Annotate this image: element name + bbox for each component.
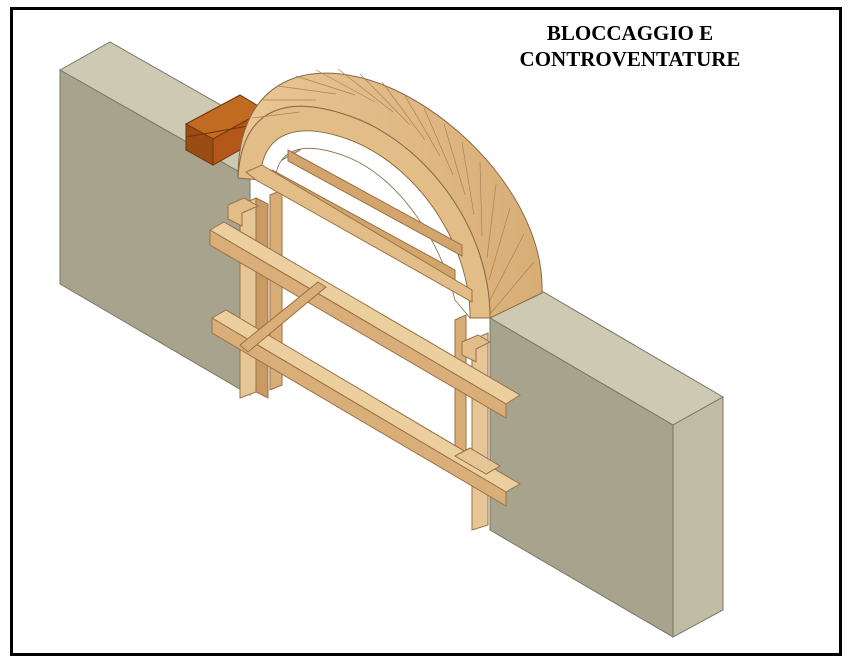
- cap-block-left: [227, 197, 260, 227]
- lower-beam-front: [211, 317, 507, 507]
- figure-title: BLOCCAGGIO E CONTROVENTATURE: [480, 20, 780, 72]
- upper-beam-front: [209, 229, 507, 419]
- stub-beam: [453, 447, 501, 475]
- cross-brace: [239, 281, 327, 353]
- arch-rib-beam: [245, 164, 473, 303]
- title-line-1: BLOCCAGGIO E: [546, 21, 714, 45]
- left-post-front: [239, 197, 257, 399]
- left-post-side: [255, 197, 269, 399]
- bracing-frame: [209, 149, 521, 531]
- arch-centering: [237, 68, 543, 320]
- rib-strut-2: [287, 149, 463, 257]
- right-post-front: [471, 332, 489, 531]
- right-wall: [488, 289, 725, 638]
- title-line-2: CONTROVENTATURE: [519, 47, 741, 71]
- arch-opening: [259, 130, 471, 320]
- right-wall-side: [672, 396, 724, 638]
- cap-block-right: [461, 334, 492, 363]
- arch-lagging-lines: [251, 68, 535, 315]
